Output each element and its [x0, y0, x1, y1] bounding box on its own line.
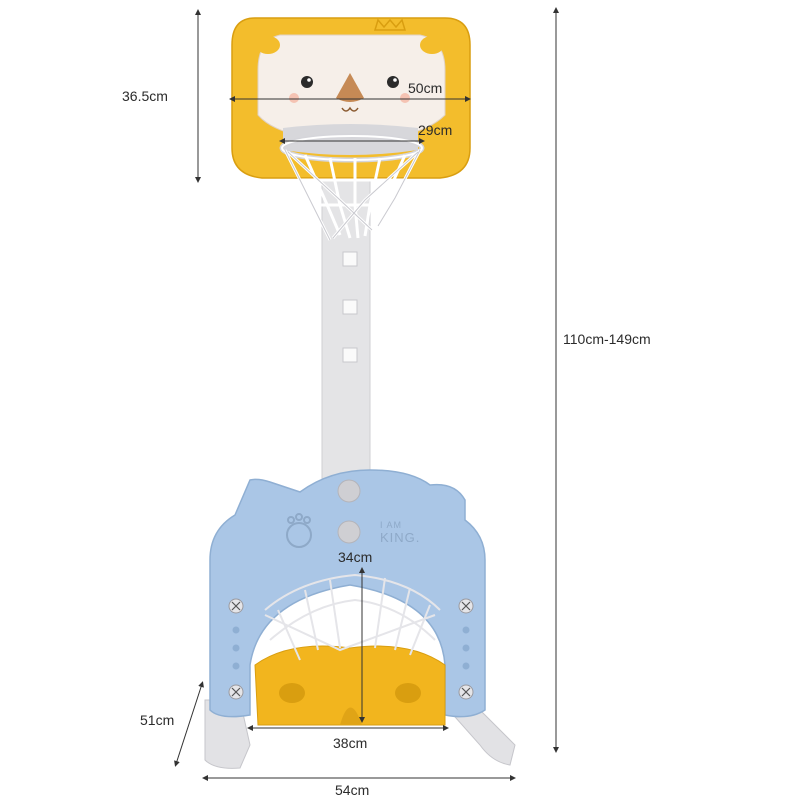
backboard-height-label: 36.5cm — [122, 88, 168, 104]
support-pole — [321, 179, 371, 486]
brand-text-line1: I AM — [380, 520, 403, 530]
hoop — [279, 133, 425, 163]
goal-net — [264, 573, 441, 661]
base-depth-label: 51cm — [140, 712, 175, 728]
goal-width-label: 38cm — [333, 735, 368, 751]
goal-height-label: 34cm — [338, 549, 373, 565]
hoop-net-outline — [284, 149, 421, 241]
ball-return-ramp — [254, 645, 446, 726]
hoop-diameter-label: 29cm — [418, 122, 453, 138]
goal-base — [209, 469, 486, 718]
base-width-label: 54cm — [335, 782, 370, 798]
total-height-label: 110cm-149cm — [563, 331, 651, 347]
backboard — [231, 17, 471, 179]
backboard-width-label: 50cm — [408, 80, 443, 96]
brand-text-line2: KING. — [380, 530, 421, 545]
dimension-lines — [174, 6, 559, 781]
